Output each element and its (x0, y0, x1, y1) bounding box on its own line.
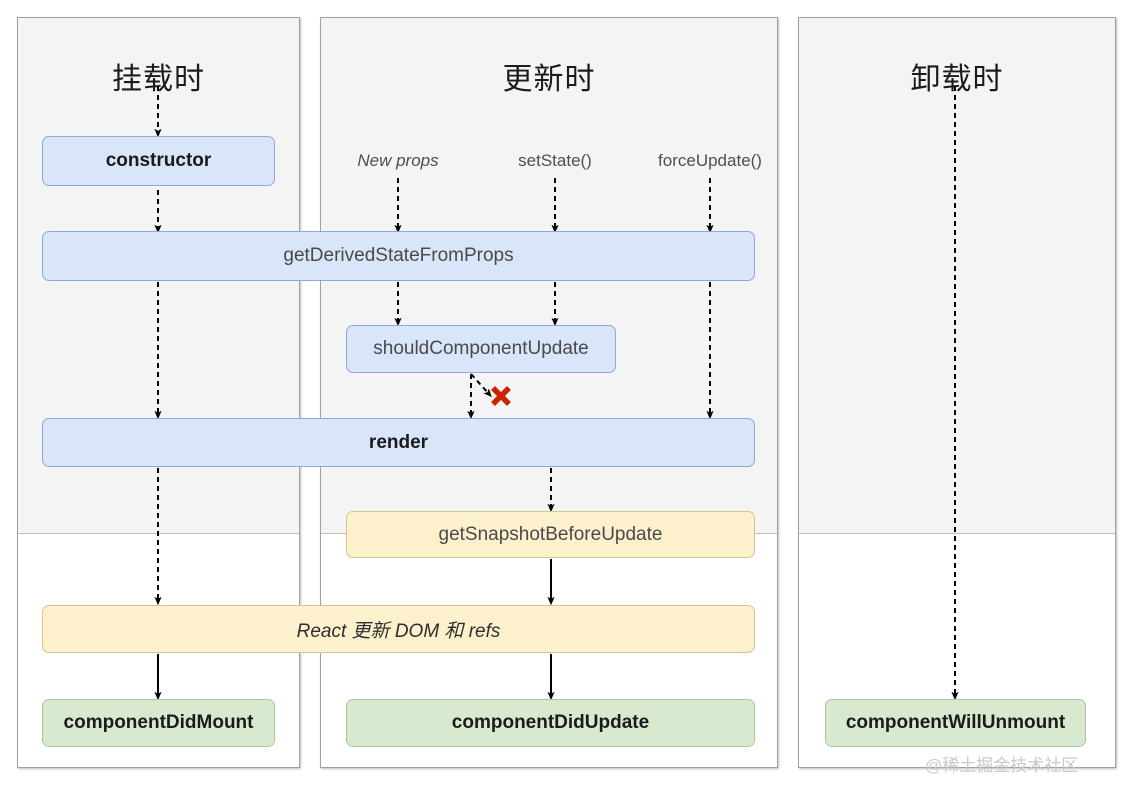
trigger-force-update: forceUpdate() (658, 151, 762, 170)
panel-updating: 更新时 (320, 17, 778, 768)
trigger-set-state: setState() (518, 151, 592, 170)
node-component-did-update[interactable]: componentDidUpdate (346, 699, 755, 747)
panel-updating-title: 更新时 (502, 63, 596, 96)
node-react-updates-dom-and-refs[interactable]: React 更新 DOM 和 refs (42, 605, 755, 653)
panel-mounting: 挂载时 (17, 17, 300, 768)
node-render[interactable]: render (42, 418, 755, 467)
panel-unmounting-title: 卸载时 (910, 63, 1004, 96)
panel-mounting-title: 挂载时 (112, 63, 205, 96)
bail-out-x-icon (488, 383, 514, 409)
node-component-did-mount[interactable]: componentDidMount (42, 699, 275, 747)
watermark: @稀土掘金技术社区 (925, 756, 1079, 775)
trigger-new-props: New props (357, 151, 439, 170)
node-constructor[interactable]: constructor (42, 136, 275, 186)
panel-unmounting-render-phase (799, 18, 1115, 534)
panel-unmounting: 卸载时 (798, 17, 1116, 768)
node-component-will-unmount[interactable]: componentWillUnmount (825, 699, 1086, 747)
node-should-component-update[interactable]: shouldComponentUpdate (346, 325, 616, 373)
node-get-snapshot-before-update[interactable]: getSnapshotBeforeUpdate (346, 511, 755, 558)
node-get-derived-state-from-props[interactable]: getDerivedStateFromProps (42, 231, 755, 281)
